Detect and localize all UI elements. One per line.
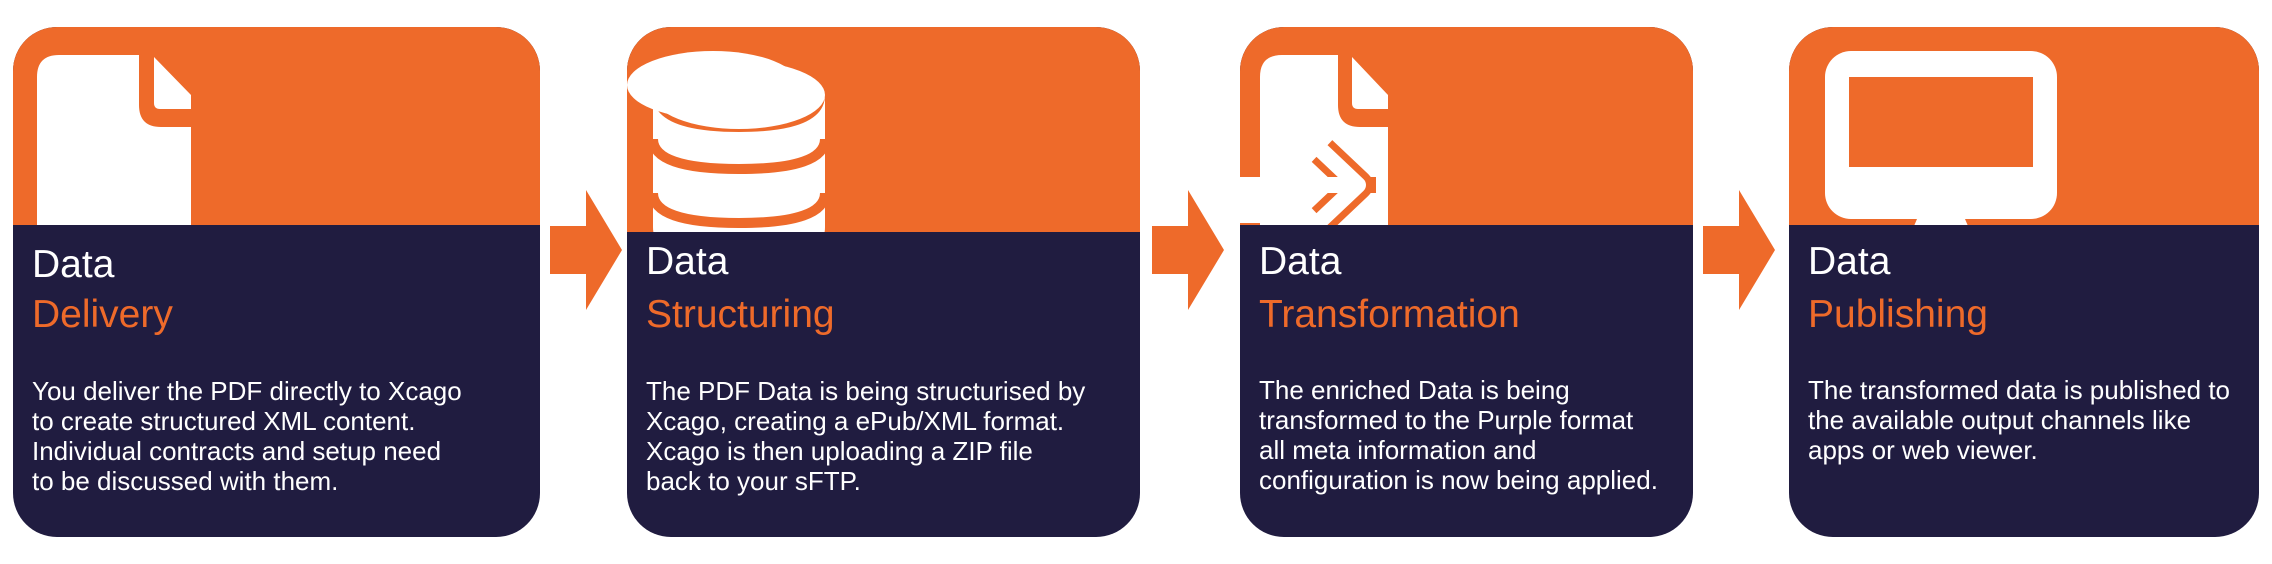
card-subtitle: Publishing [1808, 293, 1988, 336]
card-subtitle: Transformation [1259, 293, 1520, 336]
step-card-transformation: Data Transformation The enriched Data is… [1240, 27, 1693, 537]
card-header [13, 27, 540, 225]
database-icon [627, 51, 830, 232]
arrow-right-icon [1152, 190, 1224, 310]
card-header [1789, 27, 2259, 225]
card-header [627, 27, 1140, 232]
monitor-icon [1825, 51, 2057, 225]
card-subtitle: Delivery [32, 293, 173, 336]
card-description: The PDF Data is being structurised by Xc… [646, 376, 1086, 496]
file-import-icon [1240, 55, 1388, 225]
arrow-right-icon [550, 190, 622, 310]
card-title: Data [32, 243, 115, 286]
card-description: You deliver the PDF directly to Xcago to… [32, 376, 462, 496]
document-icon [37, 55, 191, 225]
card-title: Data [1259, 240, 1342, 283]
card-title: Data [646, 240, 729, 283]
card-description: The enriched Data is being transformed t… [1259, 375, 1658, 495]
step-card-publishing: Data Publishing The transformed data is … [1789, 27, 2259, 537]
step-card-delivery: Data Delivery You deliver the PDF direct… [13, 27, 540, 537]
arrow-right-icon [1703, 190, 1775, 310]
step-card-structuring: Data Structuring The PDF Data is being s… [627, 27, 1140, 537]
card-subtitle: Structuring [646, 293, 835, 336]
card-description: The transformed data is published to the… [1808, 375, 2231, 465]
card-title: Data [1808, 240, 1891, 283]
card-header [1240, 27, 1693, 225]
